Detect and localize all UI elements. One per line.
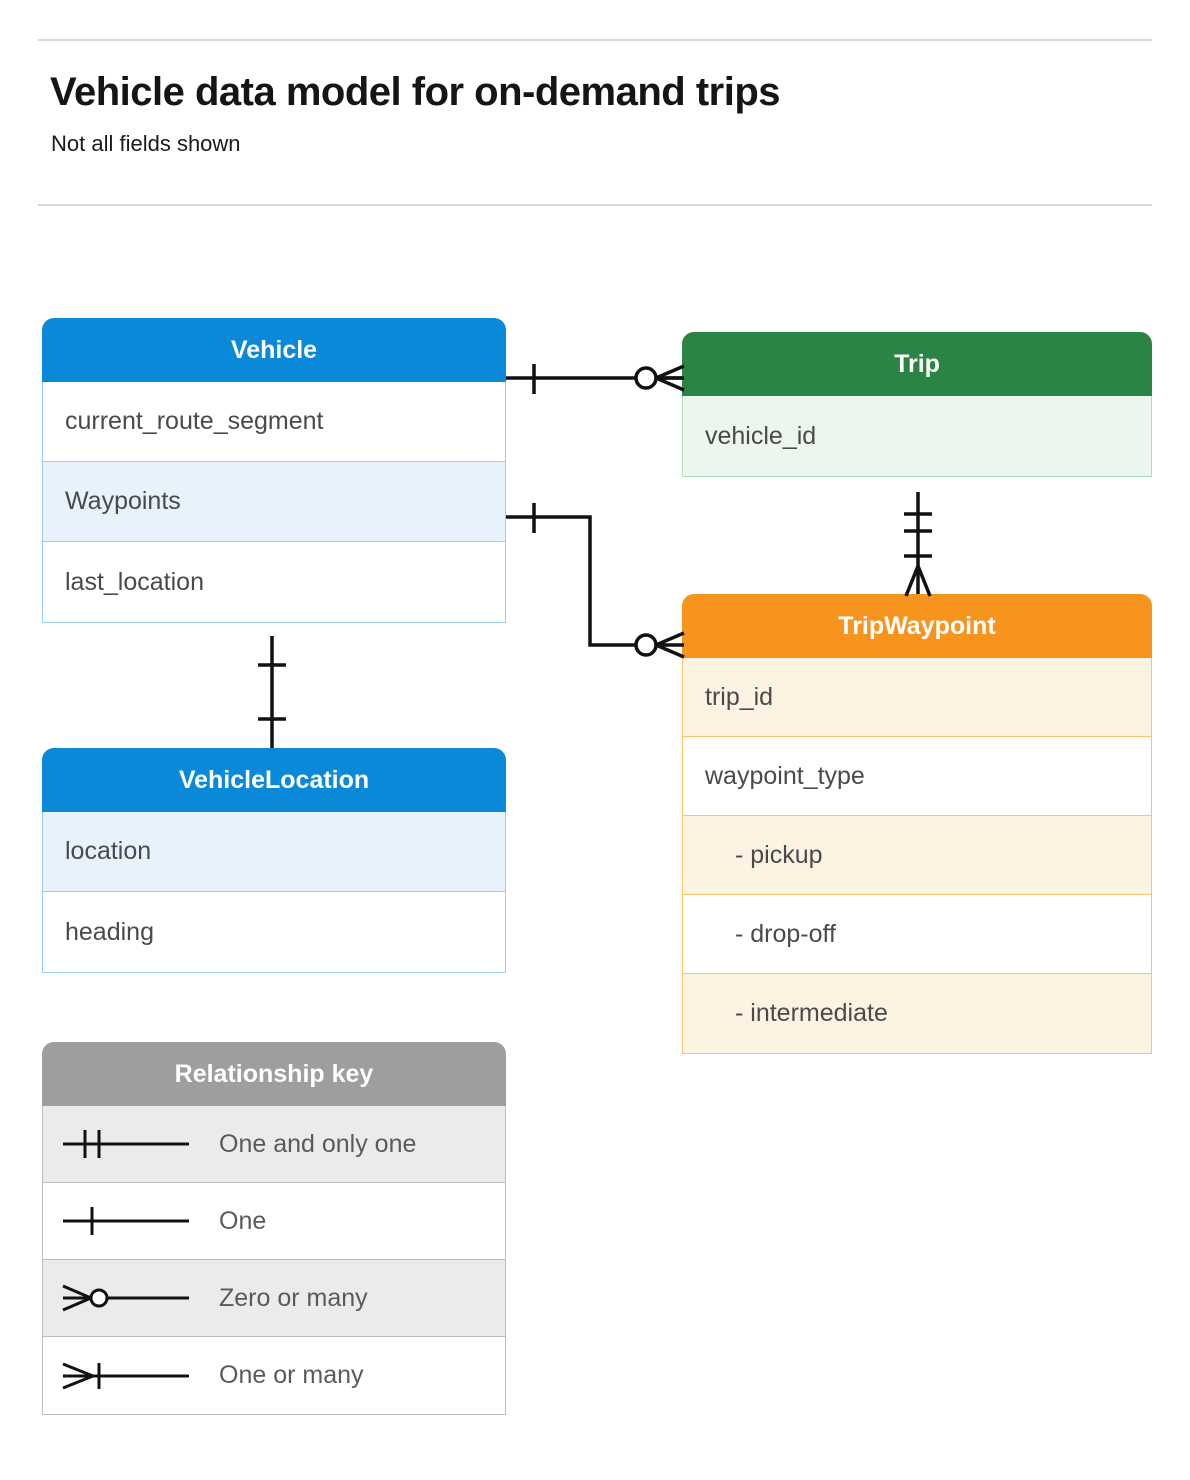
legend-item-label: One or many	[219, 1361, 364, 1389]
connector-vehicle-to-vehiclelocation	[258, 636, 286, 748]
entity-tripwaypoint[interactable]: TripWaypoint trip_id waypoint_type - pic…	[682, 594, 1152, 1054]
field-row: trip_id	[683, 658, 1151, 737]
top-divider	[38, 39, 1152, 41]
field-row: last_location	[43, 542, 505, 622]
legend-item-label: Zero or many	[219, 1283, 368, 1312]
entity-vehicle[interactable]: Vehicle current_route_segment Waypoints …	[42, 318, 506, 623]
legend-title: Relationship key	[42, 1042, 506, 1106]
connector-trip-to-tripwaypoint	[904, 492, 932, 597]
one-and-only-one-icon	[63, 1130, 189, 1158]
legend-item: One	[43, 1183, 505, 1260]
header-divider	[38, 204, 1152, 206]
field-row: Waypoints	[43, 462, 505, 542]
connector-waypoints-to-tripwaypoint	[506, 503, 685, 659]
legend-item-label: One	[219, 1206, 267, 1235]
one-or-many-icon	[62, 1362, 189, 1389]
field-row: heading	[43, 892, 505, 972]
entity-vehicle-fields: current_route_segment Waypoints last_loc…	[42, 382, 506, 623]
one-icon	[63, 1207, 189, 1235]
field-row: location	[43, 812, 505, 892]
entity-trip-title: Trip	[682, 332, 1152, 396]
field-row: current_route_segment	[43, 382, 505, 462]
entity-vehiclelocation-fields: location heading	[42, 812, 506, 973]
field-row-enum: - pickup	[683, 816, 1151, 895]
legend-relationship-key: Relationship key One and only one One	[42, 1042, 506, 1415]
entity-trip[interactable]: Trip vehicle_id	[682, 332, 1152, 477]
legend-item: One or many	[43, 1337, 505, 1414]
legend-item: Zero or many	[43, 1260, 505, 1337]
legend-item: One and only one	[43, 1106, 505, 1183]
entity-trip-fields: vehicle_id	[682, 396, 1152, 477]
entity-vehiclelocation[interactable]: VehicleLocation location heading	[42, 748, 506, 973]
zero-or-many-icon	[62, 1284, 189, 1312]
field-row: vehicle_id	[683, 396, 1151, 476]
entity-tripwaypoint-title: TripWaypoint	[682, 594, 1152, 658]
page-title: Vehicle data model for on-demand trips	[50, 70, 781, 114]
legend-item-label: One and only one	[219, 1129, 417, 1158]
field-row-enum: - intermediate	[683, 974, 1151, 1053]
entity-vehiclelocation-title: VehicleLocation	[42, 748, 506, 812]
page-subtitle: Not all fields shown	[51, 131, 241, 156]
connector-vehicle-to-trip	[506, 364, 685, 394]
legend-rows: One and only one One Zero or many	[42, 1106, 506, 1415]
field-row: waypoint_type	[683, 737, 1151, 816]
entity-vehicle-title: Vehicle	[42, 318, 506, 382]
entity-tripwaypoint-fields: trip_id waypoint_type - pickup - drop-of…	[682, 658, 1152, 1054]
field-row-enum: - drop-off	[683, 895, 1151, 974]
